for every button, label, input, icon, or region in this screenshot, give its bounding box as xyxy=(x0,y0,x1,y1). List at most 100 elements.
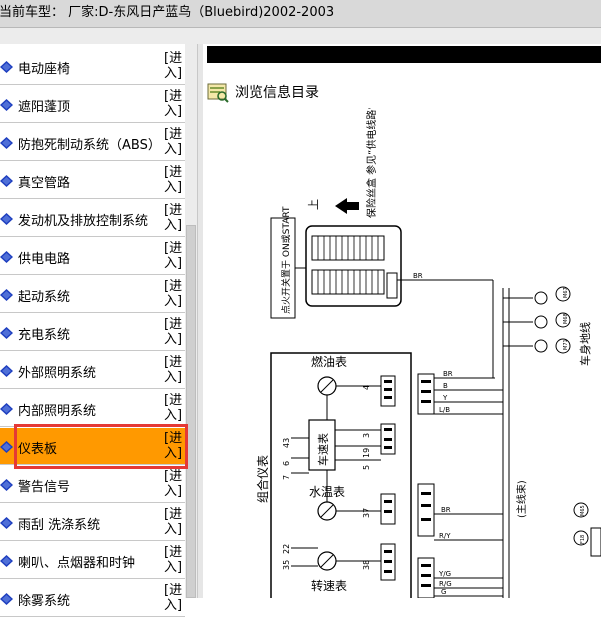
category-item[interactable]: 供电电路 [进 入] xyxy=(0,238,185,275)
wiring-diagram: 点火开关置于 ON或START 上 保险丝盒 参见“供电线路” BR 组合仪表 … xyxy=(255,108,601,598)
category-list: 电动座椅[进 入]遮阳蓬顶[进 入]防抱死制动系统（ABS）[进 入]真空管路[… xyxy=(0,48,185,618)
category-item-label[interactable]: 起动系统 xyxy=(18,290,71,305)
ground-label-m71: M71 xyxy=(563,339,569,350)
category-item[interactable]: 防抱死制动系统（ABS）[进 入] xyxy=(0,124,185,161)
gauge-label-fuel: 燃油表 xyxy=(311,354,347,369)
category-item-label[interactable]: 内部照明系统 xyxy=(18,404,97,419)
category-item[interactable]: 起动系统 [进 入] xyxy=(0,276,185,313)
category-item-label[interactable]: 充电系统 xyxy=(18,328,71,343)
category-item-label[interactable]: 供电电路 xyxy=(18,252,71,267)
pin-22: 22 xyxy=(282,544,291,554)
category-item-label[interactable]: 发动机及排放控制系统 xyxy=(18,214,149,229)
enter-link[interactable]: [进 入] xyxy=(164,469,183,499)
frame-top-band xyxy=(0,28,601,44)
diagram-label-arrow: 上 xyxy=(307,199,320,210)
up-arrow-icon xyxy=(335,198,359,214)
diamond-bullet-icon xyxy=(0,213,13,225)
category-item-label[interactable]: 电动座椅 xyxy=(18,62,71,77)
category-item-label[interactable]: 喇叭、点烟器和时钟 xyxy=(18,556,136,571)
diamond-bullet-icon xyxy=(0,593,13,605)
category-item[interactable]: 发动机及排放控制系统 [进 入] xyxy=(0,200,185,237)
diamond-bullet-icon xyxy=(0,517,13,529)
enter-link[interactable]: [进 入] xyxy=(164,279,183,309)
enter-link[interactable]: [进 入] xyxy=(164,393,183,423)
category-item-label[interactable]: 仪表板 xyxy=(18,442,58,457)
diamond-bullet-icon xyxy=(0,251,13,263)
category-item[interactable]: 警告信号 [进 入] xyxy=(0,466,185,503)
list-scrollbar-thumb[interactable] xyxy=(186,225,196,598)
content-header-bar xyxy=(207,46,601,63)
enter-link[interactable]: [进 入] xyxy=(164,241,183,271)
frame-splitter[interactable] xyxy=(197,44,204,598)
wire-label-rg: R/G xyxy=(439,580,452,588)
ground-label-m67: M67 xyxy=(563,287,569,298)
pin-37: 37 xyxy=(362,508,371,518)
pin-43: 43 xyxy=(282,438,291,448)
enter-link[interactable]: [进 入] xyxy=(164,317,183,347)
browse-directory-link[interactable]: 浏览信息目录 xyxy=(207,80,319,104)
category-item-label[interactable]: 除雾系统 xyxy=(18,594,71,609)
pin-4: 4 xyxy=(362,385,371,390)
diamond-bullet-icon xyxy=(0,175,13,187)
diamond-bullet-icon xyxy=(0,555,13,567)
pin-38: 38 xyxy=(362,560,371,570)
category-item-label[interactable]: 真空管路 xyxy=(18,176,71,191)
pin-3: 3 xyxy=(362,433,371,438)
category-item[interactable]: 除雾系统 [进 入] xyxy=(0,580,185,617)
diagram-label-fuse-note: 保险丝盒 参见“供电线路” xyxy=(365,108,378,218)
wire-label-yg: Y/G xyxy=(438,570,451,578)
category-item-label[interactable]: 外部照明系统 xyxy=(18,366,97,381)
enter-link[interactable]: [进 入] xyxy=(164,545,183,575)
diamond-bullet-icon xyxy=(0,99,13,111)
wire-label-br-3: BR xyxy=(441,506,451,514)
enter-link[interactable]: [进 入] xyxy=(164,51,183,81)
enter-link[interactable]: [进 入] xyxy=(164,583,183,613)
enter-link[interactable]: [进 入] xyxy=(164,127,183,157)
diamond-bullet-icon xyxy=(0,479,13,491)
wire-label-ry: R/Y xyxy=(439,532,451,540)
category-item[interactable]: 外部照明系统 [进 入] xyxy=(0,352,185,389)
wire-label-lb: L/B xyxy=(439,406,450,414)
diagram-label-cluster: 组合仪表 xyxy=(255,455,270,503)
pin-7: 7 xyxy=(282,475,291,480)
conn-label-m65: M65 xyxy=(580,505,586,516)
diamond-bullet-icon xyxy=(0,289,13,301)
ground-label-m68: M68 xyxy=(563,313,569,324)
category-item[interactable]: 仪表板 [进 入] xyxy=(0,428,185,465)
enter-link[interactable]: [进 入] xyxy=(164,89,183,119)
diagram-label-body-ground: 车身地线 xyxy=(578,322,592,366)
category-item[interactable]: 真空管路 [进 入] xyxy=(0,162,185,199)
category-item[interactable]: 充电系统 [进 入] xyxy=(0,314,185,351)
enter-link[interactable]: [进 入] xyxy=(164,165,183,195)
browse-directory-label[interactable]: 浏览信息目录 xyxy=(235,85,319,101)
enter-link[interactable]: [进 入] xyxy=(164,203,183,233)
conn-label-f18: F18 xyxy=(580,535,586,544)
category-item-label[interactable]: 警告信号 xyxy=(18,480,71,495)
diamond-bullet-icon xyxy=(0,403,13,415)
window-title-bar: 当前车型： 厂家:D-东风日产蓝鸟（Bluebird)2002-2003 xyxy=(0,0,601,28)
category-item[interactable]: 内部照明系统 [进 入] xyxy=(0,390,185,427)
pin-35: 35 xyxy=(282,560,291,570)
category-item-label[interactable]: 雨刮 洗涤系统 xyxy=(18,518,101,533)
enter-link[interactable]: [进 入] xyxy=(164,431,183,461)
diagram-label-main-harness: (主线束) xyxy=(515,480,528,518)
category-list-panel xyxy=(0,44,185,598)
content-panel: 浏览信息目录 点火开关置于 xyxy=(203,44,601,598)
category-item[interactable]: 遮阳蓬顶 [进 入] xyxy=(0,86,185,123)
enter-link[interactable]: [进 入] xyxy=(164,507,183,537)
enter-link[interactable]: [进 入] xyxy=(164,355,183,385)
category-item[interactable]: 电动座椅 [进 入] xyxy=(0,48,185,85)
wire-label-br-top: BR xyxy=(413,272,423,280)
diamond-bullet-icon xyxy=(0,441,13,453)
gauge-label-speedo: 车速表 xyxy=(316,433,330,466)
wire-label-b: B xyxy=(443,382,448,390)
category-item-label[interactable]: 防抱死制动系统（ABS） xyxy=(18,138,161,153)
wire-label-g: G xyxy=(441,588,446,596)
category-item-label[interactable]: 遮阳蓬顶 xyxy=(18,100,71,115)
category-item[interactable]: 雨刮 洗涤系统 [进 入] xyxy=(0,504,185,541)
wire-label-br-2: BR xyxy=(443,370,453,378)
gauge-label-tacho: 转速表 xyxy=(311,578,347,593)
diamond-bullet-icon xyxy=(0,137,13,149)
category-item[interactable]: 喇叭、点烟器和时钟 [进 入] xyxy=(0,542,185,579)
window-title: 当前车型： 厂家:D-东风日产蓝鸟（Bluebird)2002-2003 xyxy=(0,5,335,20)
